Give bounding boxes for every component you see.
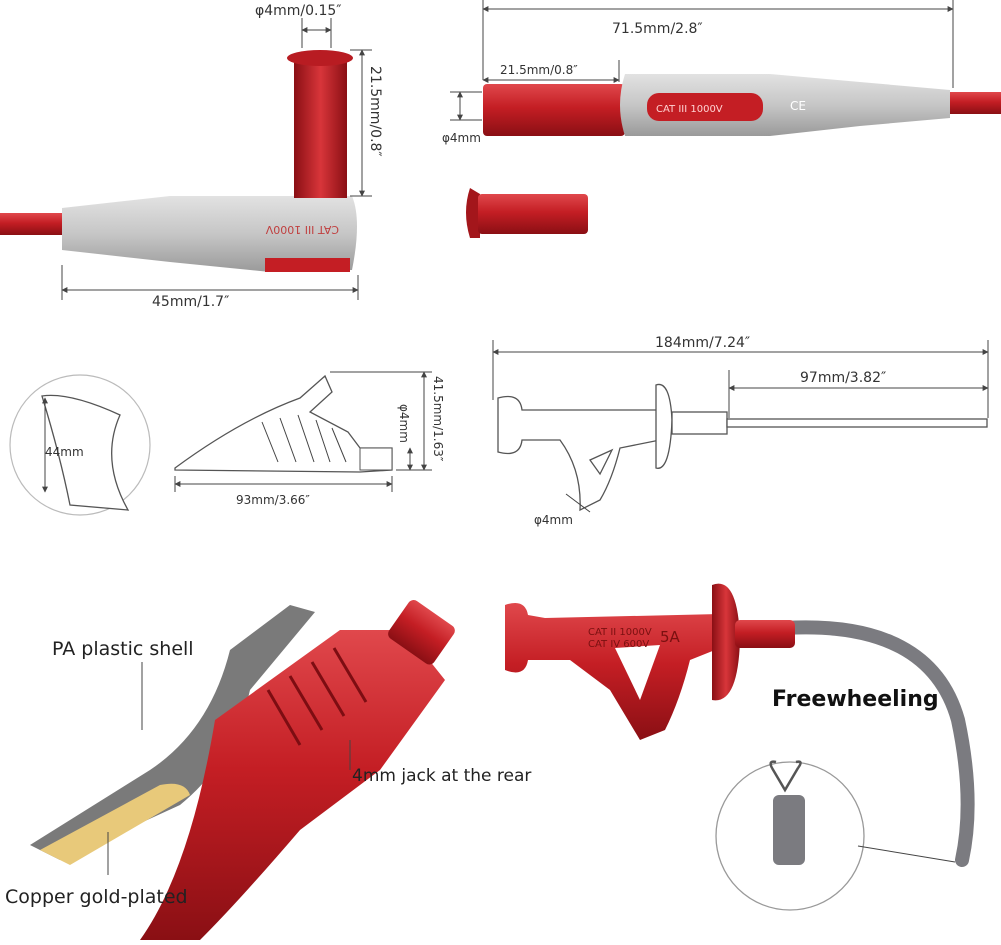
probe-guard [712,583,740,701]
jack-label: 4mm jack at the rear [352,766,531,786]
plug-diameter-label: φ4mm/0.15″ [255,3,342,19]
clip-length-label: 93mm/3.66″ [236,493,310,507]
freewheeling-label: Freewheeling [772,687,939,712]
probe-marking-1: CAT II 1000V [588,627,652,638]
probe-tip-sketch [726,418,988,428]
jaw-opening-label: 44mm [45,445,84,459]
total-length-label: 71.5mm/2.8″ [612,21,703,37]
alligator-clip-photo-panel: PA plastic shell 4mm jack at the rear Co… [5,599,531,940]
red-cable-left [0,213,70,235]
ce-mark-icon: CE [790,99,806,113]
probe-grip-hole [615,645,660,700]
angle-plug-housing [62,196,357,272]
alligator-clip-drawing-panel: 44mm 93mm/3.66″ 41.5mm/1.63″ φ4mm [9,371,445,516]
hook-sleeve [773,795,805,865]
loose-red-cap [466,188,480,238]
pin-length-label: 21.5mm/0.8″ [500,63,578,77]
clip-height-label: 41.5mm/1.63″ [431,376,445,462]
probe-tip-length-label: 97mm/3.82″ [800,370,886,386]
probe-red-body [505,602,720,740]
straight-plug-panel: CAT III 1000V CE 71.5mm/2.8″ 21.5mm/0.8″… [442,0,1001,238]
straight-plug-label-band [647,93,763,121]
red-cable-right [948,92,1001,114]
probe-collar-sketch [671,411,728,435]
clip-side-sketch [174,374,393,473]
clip-grip-ribs [261,414,347,463]
right-angle-plug-panel: CAT III 1000V φ4mm/0.15″ 21.5mm/0.8″ 45m… [0,3,383,310]
pin-diameter-label: φ4mm [442,131,481,145]
straight-plug-pin [483,84,625,136]
gray-cable [778,620,975,867]
jaw-label: Copper gold-plated [5,886,188,908]
clip-jack-sketch [359,447,393,471]
angle-plug-post [294,58,347,198]
probe-rating: 5A [660,628,681,646]
angle-plug-red-base [265,258,350,272]
clip-shell-ribs [266,647,368,746]
hook-detail-icon [769,760,802,793]
angle-plug-marking: CAT III 1000V [265,223,339,236]
probe-guard-sketch [655,383,673,469]
clip-rear-jack [388,599,455,665]
clip-gray-jaw [30,605,315,860]
probe-collar [735,620,795,648]
jaw-opening-sketch [41,394,130,511]
clip-jack-diameter-label: φ4mm [397,404,411,443]
probe-photo-panel: CAT II 1000V CAT IV 600V 5A Freewheeling [505,583,975,911]
housing-length-label: 45mm/1.7″ [152,294,229,310]
probe-drawing-panel: 184mm/7.24″ 97mm/3.82″ φ4mm [492,335,989,527]
shell-label: PA plastic shell [52,638,194,660]
clip-red-shell [140,630,445,940]
clip-gold-teeth [40,783,190,865]
probe-jack-diameter-label: φ4mm [534,513,573,527]
probe-total-length-label: 184mm/7.24″ [655,335,750,351]
straight-plug-marking: CAT III 1000V [656,104,723,115]
probe-grip-triangle [589,448,614,476]
plug-height-label: 21.5mm/0.8″ [367,66,383,157]
probe-handle-sketch [497,395,661,512]
probe-marking-2: CAT IV 600V [588,639,649,650]
